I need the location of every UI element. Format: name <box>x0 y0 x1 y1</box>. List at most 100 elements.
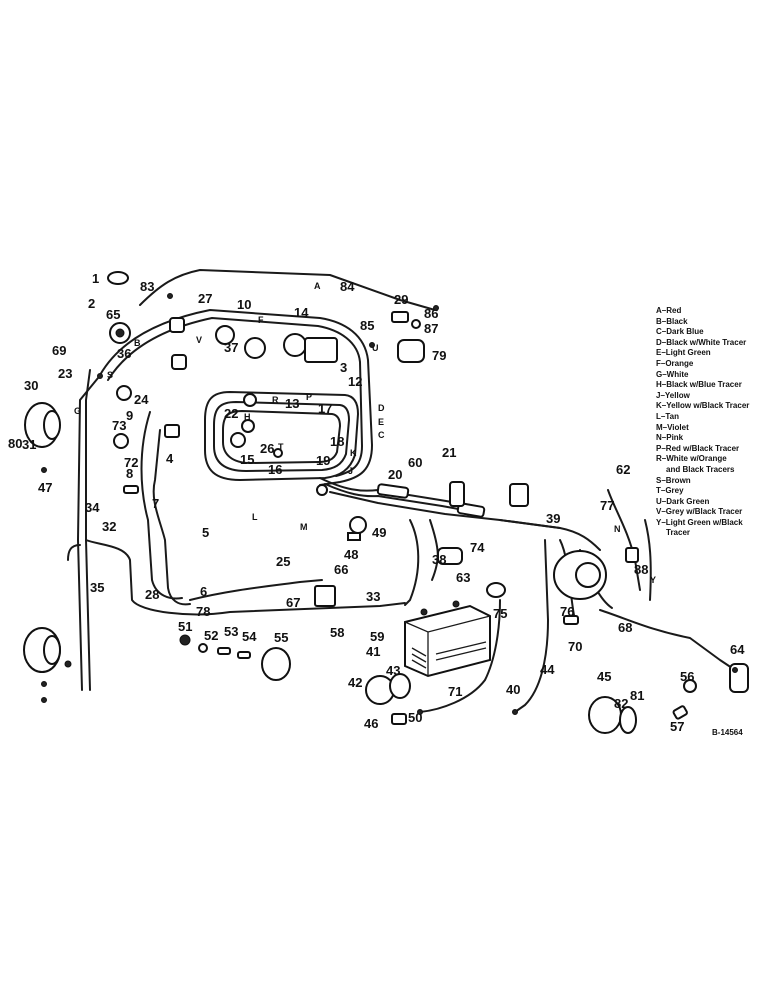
callout: 52 <box>204 628 218 643</box>
callout: 23 <box>58 366 72 381</box>
bracket-21 <box>449 481 465 507</box>
callout: 20 <box>388 467 402 482</box>
wire-code: G <box>74 406 81 416</box>
callout: 37 <box>224 340 238 355</box>
callout: 85 <box>360 318 374 333</box>
flasher-79 <box>397 339 425 363</box>
callout: 24 <box>134 392 149 407</box>
switch-48 <box>347 532 361 541</box>
callout: 4 <box>166 451 174 466</box>
legend-entry: J–Yellow <box>656 390 690 400</box>
connector-16 <box>273 448 283 458</box>
wire-code: C <box>378 430 385 440</box>
terminals <box>41 293 738 715</box>
legend-entry: N–Pink <box>656 433 684 443</box>
callout: 22 <box>224 406 238 421</box>
dash-harness <box>99 309 373 486</box>
callout: 16 <box>268 462 282 477</box>
callout: 6 <box>200 584 207 599</box>
callout: 19 <box>316 453 330 468</box>
callout: 27 <box>198 291 212 306</box>
callout: 1 <box>92 271 99 286</box>
switch-29 <box>391 311 409 323</box>
wire-code: S <box>107 370 113 380</box>
wire-code: U <box>372 343 379 353</box>
callout: 72 <box>124 455 138 470</box>
legend-entry: E–Light Green <box>656 348 711 358</box>
callout: 74 <box>470 540 485 555</box>
callout: 77 <box>600 498 614 513</box>
callout: 3 <box>340 360 347 375</box>
callout: 12 <box>348 374 362 389</box>
legend-entry: U–Dark Green <box>656 496 710 506</box>
callout: 32 <box>102 519 116 534</box>
callout: 46 <box>364 716 378 731</box>
callout: 48 <box>344 547 358 562</box>
callout: 81 <box>630 688 644 703</box>
callout: 28 <box>145 587 159 602</box>
legend-entry: K–Yellow w/Black Tracer <box>656 401 750 411</box>
callout: 53 <box>224 624 238 639</box>
wire-code: J <box>348 466 353 476</box>
callout: 42 <box>348 675 362 690</box>
callout: 67 <box>286 595 300 610</box>
connector-57 <box>672 705 688 720</box>
wire-color-legend: A–Red B–Black C–Dark Blue D–Black w/Whit… <box>656 306 772 539</box>
legend-entry: S–Brown <box>656 475 691 485</box>
switch-27-upper <box>169 317 185 333</box>
callout: 15 <box>240 452 254 467</box>
callout: 26 <box>260 441 274 456</box>
callout: 18 <box>330 434 344 449</box>
relay-66 <box>314 585 336 607</box>
wire-code: R <box>272 395 279 405</box>
callout: 47 <box>38 480 52 495</box>
wire-code: M <box>300 522 308 532</box>
wire-40 <box>404 519 420 606</box>
wire-68 <box>599 609 736 671</box>
lamp-24 <box>116 385 132 401</box>
legend-entry: B–Black <box>656 316 688 326</box>
callout: 62 <box>616 462 630 477</box>
legend-entry: H–Black w/Blue Tracer <box>656 380 742 390</box>
fuse-8 <box>123 485 139 494</box>
callout: 84 <box>340 279 355 294</box>
wire-code: H <box>244 412 251 422</box>
switch-49 <box>349 516 367 534</box>
callout: 13 <box>285 396 299 411</box>
gauge-15 <box>230 432 246 448</box>
callout: 65 <box>106 307 120 322</box>
callout: 40 <box>506 682 520 697</box>
gauge-10 <box>215 325 235 345</box>
wire-33 <box>85 539 406 616</box>
sender-75 <box>486 582 506 598</box>
wire-code: T <box>278 442 284 452</box>
legend-entry: T–Grey <box>656 486 684 496</box>
callout: 30 <box>24 378 38 393</box>
switch-22 <box>241 419 255 433</box>
callout: 43 <box>386 663 400 678</box>
wire-code: L <box>252 512 258 522</box>
callout: 71 <box>448 684 462 699</box>
callout: 75 <box>493 606 507 621</box>
solenoid-74 <box>437 547 463 565</box>
callout: 35 <box>90 580 104 595</box>
callout: 38 <box>432 552 446 567</box>
legend-entry: C–Dark Blue <box>656 327 704 337</box>
callout: 5 <box>202 525 209 540</box>
battery-59 <box>404 600 491 678</box>
wire-code: V <box>196 335 202 345</box>
part-53 <box>217 647 231 655</box>
connector-20 <box>376 483 410 499</box>
meter-3 <box>304 337 338 363</box>
callout: 44 <box>540 662 555 677</box>
connector-87 <box>411 319 421 329</box>
callout: 80 <box>8 436 22 451</box>
wire-5 <box>152 429 191 606</box>
callout: 59 <box>370 629 384 644</box>
wire-84 <box>139 269 436 311</box>
callout: 45 <box>597 669 611 684</box>
callout: 31 <box>22 437 36 452</box>
wire-code: P <box>306 392 312 402</box>
callout: 87 <box>424 321 438 336</box>
